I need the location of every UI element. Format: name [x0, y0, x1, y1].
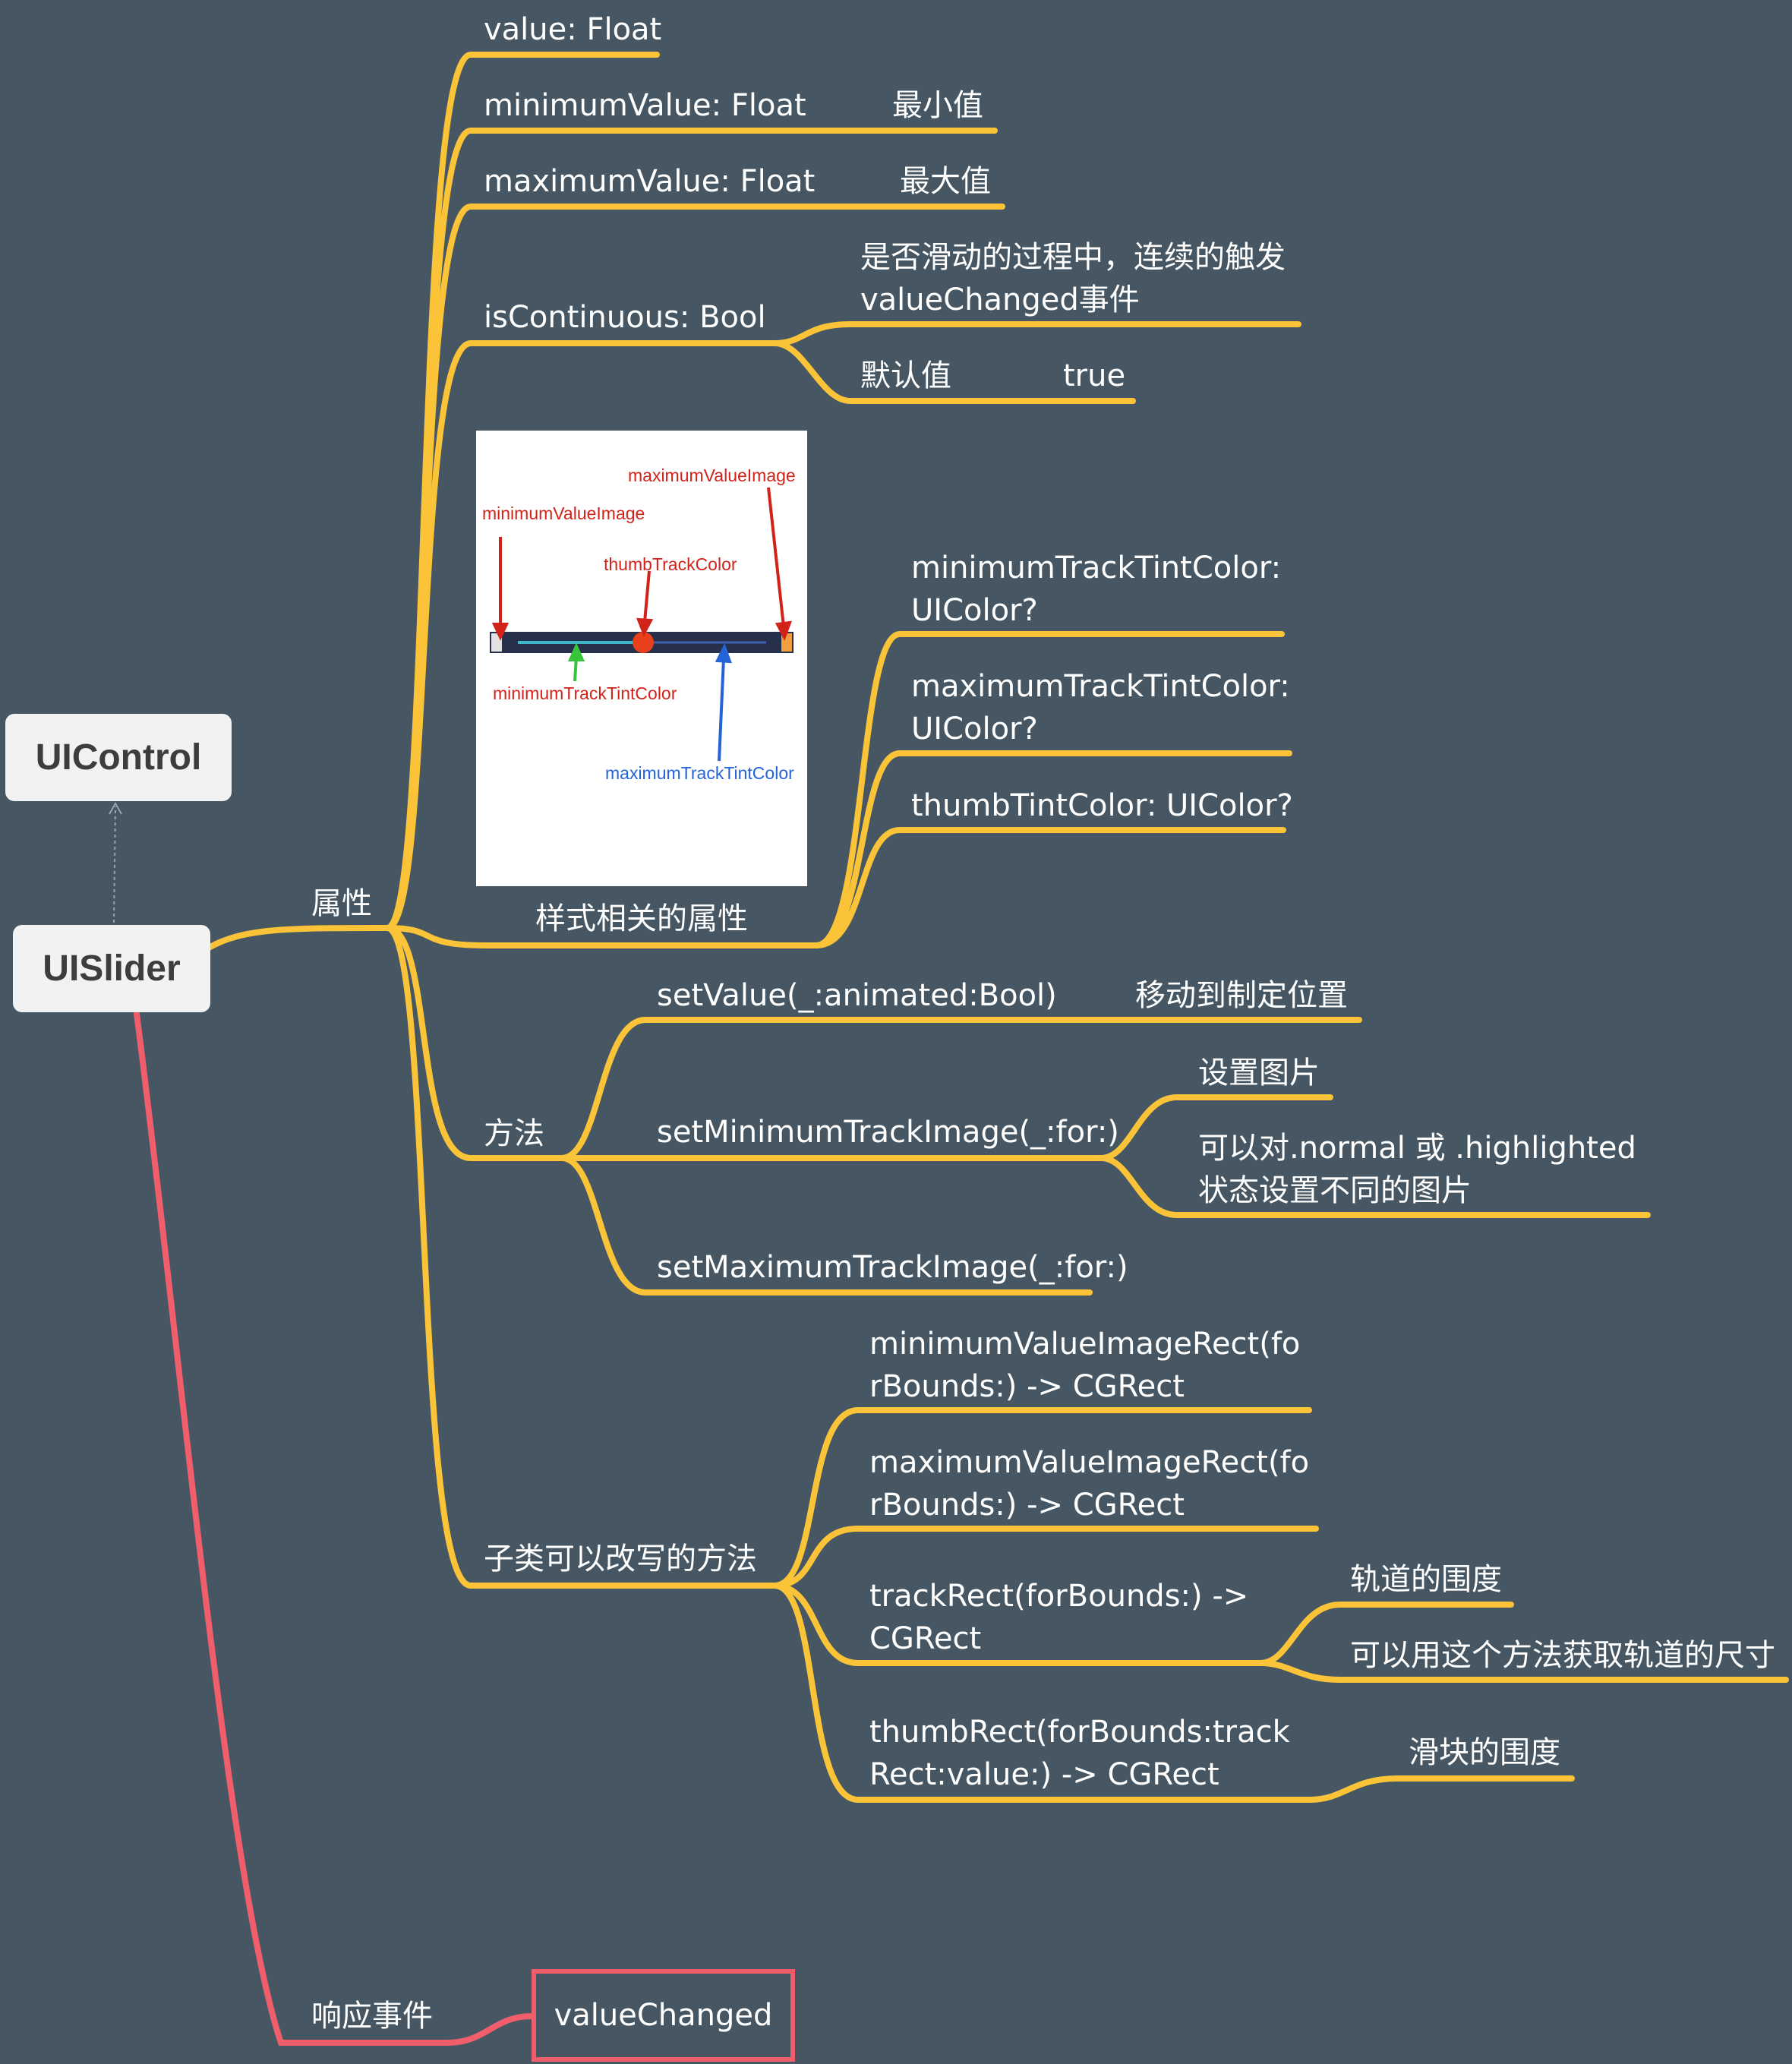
edge-setMin-note1	[1098, 1094, 1333, 1161]
override-maxRect[interactable]: maximumValueImageRect(forBounds:) -> CGR…	[869, 1445, 1310, 1523]
edge-isc-desc	[771, 321, 1301, 346]
override-thumbRect-note[interactable]: 滑块的围度	[1409, 1735, 1560, 1770]
figure-label-max-track: maximumTrackTintColor	[605, 763, 794, 783]
arrowhead-thumb	[636, 617, 654, 637]
edge-style-thumb	[813, 827, 1286, 948]
arrow-max-track	[718, 658, 725, 762]
prop-isContinuous-default-value[interactable]: true	[1063, 358, 1126, 393]
branch-events[interactable]: 响应事件	[311, 1999, 433, 2034]
edge-style-max	[813, 750, 1292, 948]
edge-track-note2	[1257, 1660, 1789, 1683]
arrowhead-max-image	[775, 620, 793, 641]
prop-isContinuous-desc[interactable]: 是否滑动的过程中，连续的触发valueChanged事件	[860, 240, 1286, 317]
prop-isContinuous-default-label[interactable]: 默认值	[860, 358, 951, 393]
arrowhead-max-track	[715, 642, 732, 664]
method-setMin-note2[interactable]: 可以对.normal 或 .highlighted状态设置不同的图片	[1198, 1131, 1636, 1208]
edge-overridable	[384, 925, 778, 1589]
figure-label-thumb: thumbTrackColor	[604, 554, 737, 574]
edge-maxRect	[771, 1526, 1319, 1589]
inheritance-arrowhead	[109, 801, 122, 815]
prop-isContinuous[interactable]: isContinuous: Bool	[484, 300, 766, 335]
style-min-track-tint[interactable]: minimumTrackTintColor: UIColor?	[911, 551, 1282, 628]
branch-overridable[interactable]: 子类可以改写的方法	[484, 1542, 757, 1576]
edge-style	[384, 925, 819, 948]
figure-label-min-track: minimumTrackTintColor	[493, 683, 677, 703]
edge-isContinuous	[384, 340, 778, 931]
prop-maximumValue[interactable]: maximumValue: Float	[484, 164, 816, 199]
edge-minRect	[771, 1407, 1312, 1589]
style-thumb-tint[interactable]: thumbTintColor: UIColor?	[911, 788, 1293, 823]
figure-label-max-image: maximumValueImage	[628, 466, 796, 485]
prop-minimumValue-note[interactable]: 最小值	[892, 88, 983, 123]
override-trackRect[interactable]: trackRect(forBounds:) -> CGRect	[869, 1579, 1249, 1656]
prop-value[interactable]: value: Float	[484, 12, 662, 47]
figure-label-min-image: minimumValueImage	[482, 503, 645, 523]
root-node-uislider[interactable]: UISlider	[13, 925, 210, 1012]
prop-minimumValue[interactable]: minimumValue: Float	[484, 88, 806, 123]
edge-isc-default	[771, 340, 1136, 404]
edge-methods	[384, 925, 565, 1161]
edge-setValue	[559, 1017, 1362, 1161]
slider-anatomy-figure: maximumValueImage minimumValueImage thum…	[476, 431, 807, 886]
slider-anatomy-drawing	[490, 487, 793, 762]
edge-trackRect	[771, 1583, 1264, 1666]
edge-setMin-note2	[1098, 1155, 1651, 1218]
event-valueChanged[interactable]: valueChanged	[532, 1969, 795, 2062]
inheritance-connector	[113, 806, 116, 923]
edge-thumb-note	[1307, 1775, 1575, 1803]
edge-root-events	[134, 1011, 535, 2046]
arrow-thumb	[643, 570, 651, 623]
override-trackRect-note1[interactable]: 轨道的围度	[1350, 1562, 1502, 1597]
method-setMin-note1[interactable]: 设置图片	[1198, 1056, 1320, 1090]
arrowhead-min-track	[567, 642, 585, 661]
method-setValue-note[interactable]: 移动到制定位置	[1135, 978, 1348, 1013]
override-thumbRect[interactable]: thumbRect(forBounds:trackRect:value:) ->…	[869, 1715, 1290, 1792]
edge-thumbRect	[771, 1583, 1313, 1803]
edge-style-min	[813, 631, 1285, 948]
method-setValue[interactable]: setValue(_:animated:Bool)	[657, 978, 1057, 1013]
arrow-max-image	[767, 487, 785, 627]
override-trackRect-note2[interactable]: 可以用这个方法获取轨道的尺寸	[1350, 1638, 1775, 1673]
arrowhead-min-image	[491, 623, 510, 641]
prop-maximumValue-note[interactable]: 最大值	[900, 164, 991, 199]
parent-node-uicontrol[interactable]: UIControl	[5, 714, 232, 801]
method-setMax[interactable]: setMaximumTrackImage(_:for:)	[657, 1250, 1128, 1285]
branch-properties[interactable]: 属性	[311, 886, 372, 921]
method-setMin[interactable]: setMinimumTrackImage(_:for:)	[657, 1115, 1119, 1150]
override-minRect[interactable]: minimumValueImageRect(forBounds:) -> CGR…	[869, 1327, 1301, 1404]
prop-style-label[interactable]: 样式相关的属性	[535, 901, 748, 936]
edge-setMax	[559, 1155, 1093, 1296]
branch-methods[interactable]: 方法	[484, 1116, 544, 1151]
edge-track-note1	[1257, 1602, 1514, 1666]
edge-root-properties	[206, 925, 390, 951]
style-max-track-tint[interactable]: maximumTrackTintColor: UIColor?	[911, 669, 1290, 746]
figure-thumb	[633, 632, 654, 653]
